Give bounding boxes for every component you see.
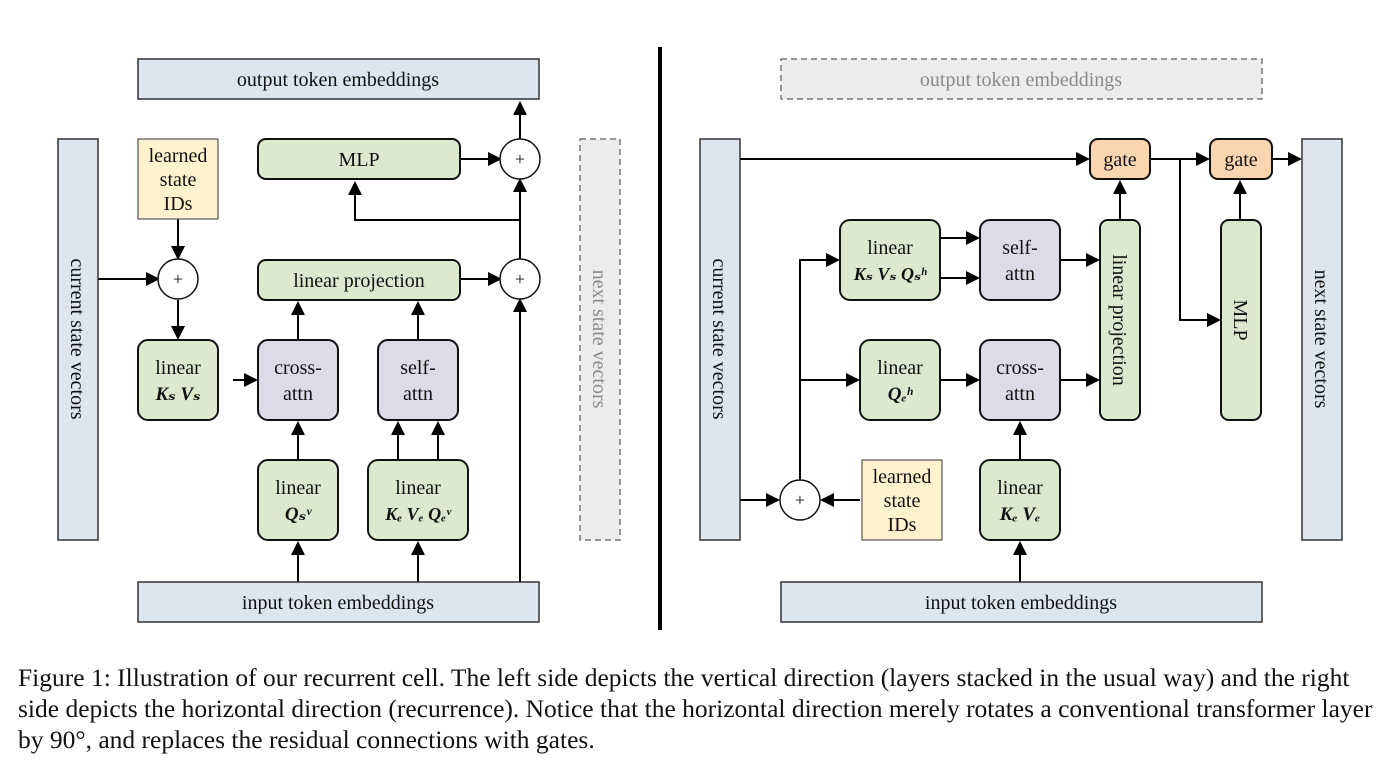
left-self-attn-block: self- attn [377,339,459,421]
left-plus-circle-mlp: + [499,138,541,180]
left-connections [98,101,527,582]
right-panel: output token embeddings input token embe… [699,58,1343,623]
svg-text:attn: attn [283,383,313,405]
left-linear-ke-ve-qe-block: linear Kₑ Vₑ Qₑᵛ [367,459,469,541]
svg-text:Kₛ Vₛ Qₛʰ: Kₛ Vₛ Qₛʰ [853,264,927,284]
left-plus-circle-state: + [157,258,199,300]
left-mlp-block: MLP [257,138,461,180]
right-learned-state-ids: learned state IDs [861,459,943,541]
right-connections [740,152,1302,582]
svg-text:+: + [173,269,183,289]
svg-text:current state vectors: current state vectors [708,258,730,419]
left-panel: output token embeddings input token embe… [57,58,621,623]
left-current-state-vectors: current state vectors [57,138,99,541]
right-next-state-vectors: next state vectors [1301,138,1343,541]
svg-text:state: state [160,169,197,191]
svg-text:learned: learned [149,145,208,167]
svg-text:+: + [515,269,525,289]
svg-text:Qₛᵛ: Qₛᵛ [285,504,312,525]
svg-text:Kₛ Vₛ: Kₛ Vₛ [154,384,200,405]
svg-text:input token embeddings: input token embeddings [242,592,434,614]
svg-text:MLP: MLP [338,149,379,171]
right-output-embeddings: output token embeddings [780,58,1263,100]
svg-text:IDs: IDs [164,193,193,215]
svg-text:IDs: IDs [888,514,917,536]
left-input-embeddings: input token embeddings [137,581,540,623]
svg-text:state: state [884,490,921,512]
right-gate-block-2: gate [1209,138,1273,180]
svg-text:self-: self- [400,357,436,379]
left-linear-ks-vs-block: linear Kₛ Vₛ [137,339,219,421]
left-next-state-vectors: next state vectors [579,138,621,541]
svg-text:Kₑ Vₑ Qₑᵛ: Kₑ Vₑ Qₑᵛ [384,504,452,524]
right-mlp-block: MLP [1220,219,1262,421]
right-cross-attn-block: cross- attn [979,339,1061,421]
svg-text:linear: linear [877,357,923,379]
svg-text:attn: attn [1005,263,1035,285]
svg-text:self-: self- [1002,237,1038,259]
svg-text:gate: gate [1103,149,1136,171]
svg-text:Qₑʰ: Qₑʰ [888,384,914,405]
svg-text:linear: linear [395,477,441,499]
svg-text:gate: gate [1224,149,1257,171]
svg-text:+: + [515,149,525,169]
svg-text:learned: learned [873,466,932,488]
svg-text:cross-: cross- [996,357,1044,379]
svg-text:linear: linear [155,357,201,379]
svg-text:cross-: cross- [274,357,322,379]
svg-text:+: + [795,490,805,510]
left-cross-attn-block: cross- attn [257,339,339,421]
svg-text:linear: linear [867,237,913,259]
right-linear-qe-block: linear Qₑʰ [859,339,941,421]
left-linear-projection-block: linear projection [257,259,461,301]
right-linear-projection-block: linear projection [1099,219,1141,421]
recurrent-cell-diagram: output token embeddings input token embe… [57,47,1343,630]
right-plus-circle-state: + [779,479,821,521]
svg-text:output token embeddings: output token embeddings [920,69,1122,91]
svg-text:next state vectors: next state vectors [588,270,610,409]
figure-caption: Figure 1: Illustration of our recurrent … [18,663,1373,754]
left-linear-qs-block: linear Qₛᵛ [257,459,339,541]
right-gate-block-1: gate [1089,138,1151,180]
svg-text:MLP: MLP [1229,299,1251,340]
left-learned-state-ids: learned state IDs [137,138,219,220]
right-self-attn-block: self- attn [979,219,1061,301]
right-linear-ke-ve-block: linear Kₑ Vₑ [979,459,1061,541]
left-output-embeddings: output token embeddings [137,58,540,100]
right-input-embeddings: input token embeddings [780,581,1263,623]
right-linear-ks-vs-qs-block: linear Kₛ Vₛ Qₛʰ [839,219,941,301]
svg-text:current state vectors: current state vectors [66,258,88,419]
svg-text:linear: linear [275,477,321,499]
svg-text:linear projection: linear projection [293,270,425,292]
svg-text:Kₑ Vₑ: Kₑ Vₑ [999,504,1041,525]
left-plus-circle-projection: + [499,258,541,300]
right-current-state-vectors: current state vectors [699,138,741,541]
svg-text:linear projection: linear projection [1108,254,1130,386]
svg-text:input token embeddings: input token embeddings [925,592,1117,614]
svg-text:next state vectors: next state vectors [1310,270,1332,409]
svg-text:attn: attn [403,383,433,405]
svg-text:linear: linear [997,477,1043,499]
svg-text:attn: attn [1005,383,1035,405]
svg-text:output token embeddings: output token embeddings [237,69,439,91]
